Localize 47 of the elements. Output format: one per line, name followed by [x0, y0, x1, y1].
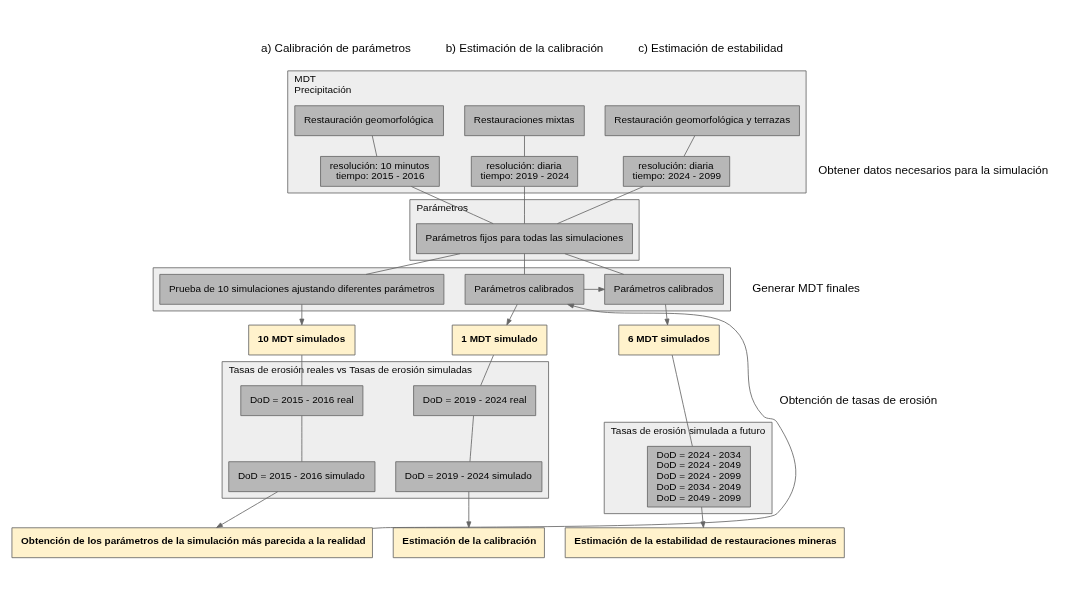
connector [524, 186, 525, 225]
node-box: Estimación de la calibración [392, 527, 545, 559]
node-box: 10 MDT simulados [248, 324, 356, 356]
connector [301, 415, 303, 462]
connector [671, 354, 693, 447]
node-box: Estimación de la estabilidad de restauraciones mineras [564, 527, 845, 559]
node-box: Parámetros calibrados [604, 274, 724, 305]
connector [371, 135, 378, 157]
connector [524, 135, 525, 157]
node-box: Parámetros calibrados [464, 274, 585, 305]
connector [480, 354, 494, 387]
node-box: resolución: diaria tiempo: 2024 - 2099 [622, 156, 731, 187]
arrow [506, 303, 518, 326]
connector [301, 354, 303, 387]
arrow [583, 286, 605, 292]
node-box: 1 MDT simulado [451, 324, 548, 356]
arrow [372, 303, 797, 529]
node-box: Restauraciones mixtas [464, 105, 585, 137]
node-box: resolución: 10 minutos tiempo: 2015 - 2016 [320, 156, 440, 187]
arrow [664, 303, 670, 326]
connector [683, 135, 696, 157]
connector [524, 253, 525, 275]
node-box: Restauración geomorfológica [294, 105, 444, 137]
node-box: DoD = 2019 - 2024 simulado [395, 461, 543, 493]
connector [469, 415, 474, 462]
node-box: 6 MDT simulados [618, 324, 720, 356]
label: a) Calibración de parámetros [260, 41, 411, 55]
label: Obtener datos necesarios para la simulación [818, 163, 1049, 177]
label: Generar MDT finales [752, 281, 860, 295]
label: Obtención de tasas de erosión [779, 392, 938, 406]
node-box: DoD = 2015 - 2016 simulado [228, 461, 376, 493]
arrow [299, 303, 305, 326]
arrow [700, 506, 706, 528]
label: b) Estimación de la calibración [445, 41, 604, 55]
node-box: Parámetros fijos para todas las simulaciones [416, 223, 633, 255]
connector [557, 186, 644, 225]
node-box: DoD = 2015 - 2016 real [240, 385, 364, 417]
node-box: Restauración geomorfológica y terrazas [604, 105, 800, 137]
node-box: Obtención de los parámetros de la simulación más parecida a la realidad [11, 527, 373, 559]
arrow [216, 491, 279, 528]
arrow [466, 491, 472, 529]
connector [410, 186, 494, 225]
node-box: resolución: diaria tiempo: 2019 - 2024 [470, 156, 579, 187]
node-box: DoD = 2019 - 2024 real [413, 385, 537, 417]
node-box: DoD = 2024 - 2034 DoD = 2024 - 2049 DoD = 2024 - 2099 DoD = 2034 - 2049 DoD = 2049 - 2099 [647, 445, 751, 508]
label: c) Estimación de estabilidad [638, 41, 783, 55]
node-box: Prueba de 10 simulaciones ajustando diferentes parámetros [159, 274, 445, 305]
